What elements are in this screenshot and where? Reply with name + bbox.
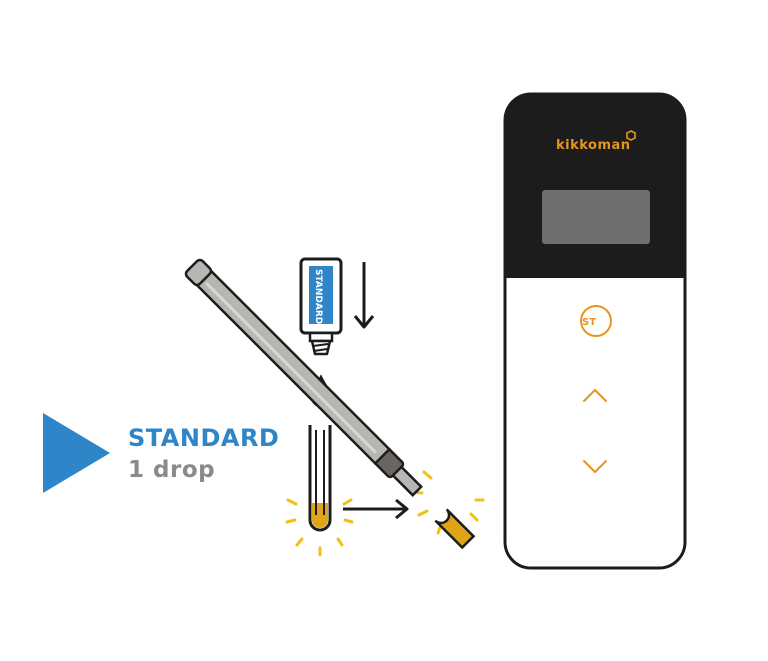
start-button-label: ST	[582, 317, 596, 328]
step-title: STANDARD	[128, 424, 280, 452]
measurement-probe	[184, 258, 476, 550]
brand-logo: kikkoman	[556, 138, 631, 153]
bottle-label: STANDARD	[313, 269, 323, 324]
device-screen	[542, 190, 650, 244]
kikkoman-meter: kikkoman ST	[503, 92, 687, 570]
chevron-up-icon[interactable]	[583, 389, 607, 402]
start-button[interactable]	[580, 305, 612, 337]
step-subtitle: 1 drop	[128, 457, 216, 483]
chevron-down-icon[interactable]	[583, 460, 607, 473]
sample-tube	[285, 425, 354, 557]
arrow-down-icon	[353, 262, 375, 329]
play-triangle-icon	[43, 413, 110, 493]
brand-hexagon-icon	[626, 130, 636, 141]
standard-bottle: STANDARD	[299, 257, 343, 356]
arrow-right-icon	[343, 498, 409, 520]
